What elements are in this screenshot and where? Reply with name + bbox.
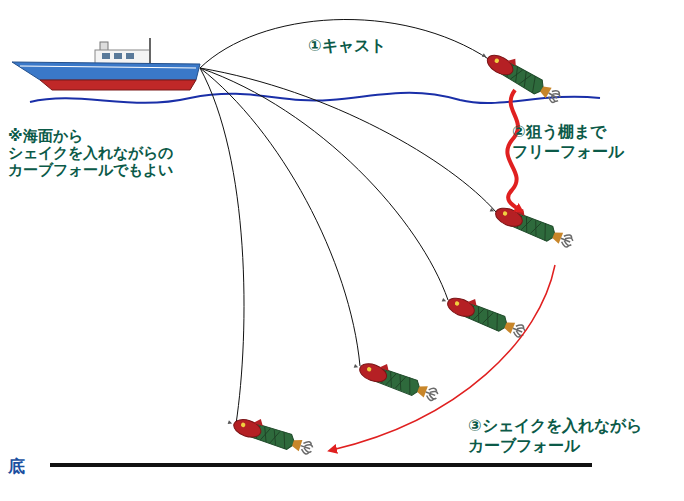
boat: [12, 38, 200, 90]
step-label: ③シェイクを入れながら カーブフォール: [468, 416, 642, 456]
step-label: ①キャスト: [308, 36, 386, 56]
step-label: ②狙う棚まで フリーフォール: [512, 122, 624, 162]
sea-bottom: [50, 463, 592, 467]
bottom-label: 底: [8, 456, 25, 476]
note-text: ※海面から シェイクを入れながらの カーブフォールでもよい: [8, 128, 173, 179]
egi-jigs: [226, 44, 577, 457]
fishing-lines: [200, 19, 496, 424]
